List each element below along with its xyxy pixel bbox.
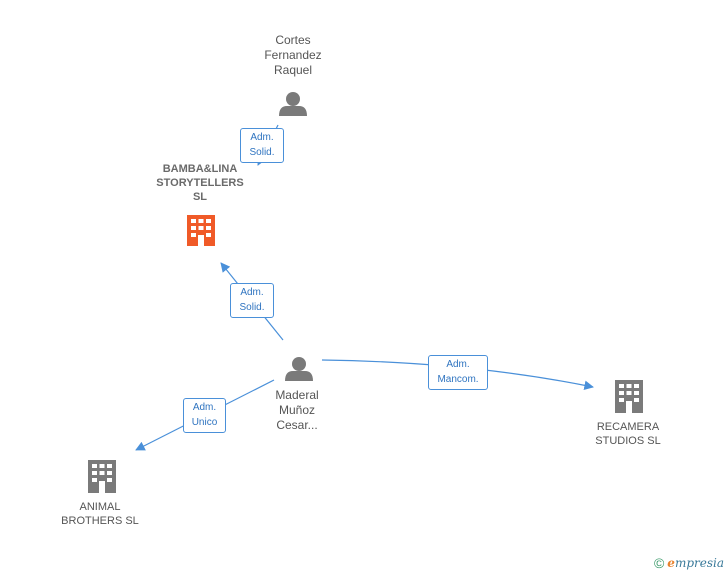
edge-label-maderal-animal: Adm. Unico bbox=[183, 398, 226, 433]
brand-footer: © empresia bbox=[654, 555, 724, 571]
edge-label-maderal-bamba: Adm. Solid. bbox=[230, 283, 274, 318]
node-label-bamba[interactable]: BAMBA&LINA STORYTELLERS SL bbox=[156, 163, 244, 203]
edge-label-cortes-bamba: Adm. Solid. bbox=[240, 128, 284, 163]
copyright-icon: © bbox=[653, 555, 665, 571]
person-icon[interactable] bbox=[285, 357, 313, 381]
building-icon[interactable] bbox=[88, 460, 116, 493]
node-label-animal[interactable]: ANIMAL BROTHERS SL bbox=[61, 501, 139, 527]
node-label-cortes[interactable]: Cortes Fernandez Raquel bbox=[264, 33, 322, 77]
node-label-recamera[interactable]: RECAMERA STUDIOS SL bbox=[595, 421, 661, 447]
edge-label-maderal-recamera: Adm. Mancom. bbox=[428, 355, 488, 390]
brand-logo: empresia bbox=[667, 556, 724, 570]
building-icon[interactable] bbox=[615, 380, 643, 413]
person-icon[interactable] bbox=[279, 92, 307, 116]
building-icon[interactable] bbox=[187, 215, 215, 246]
node-label-maderal[interactable]: Maderal Muñoz Cesar... bbox=[275, 388, 319, 432]
